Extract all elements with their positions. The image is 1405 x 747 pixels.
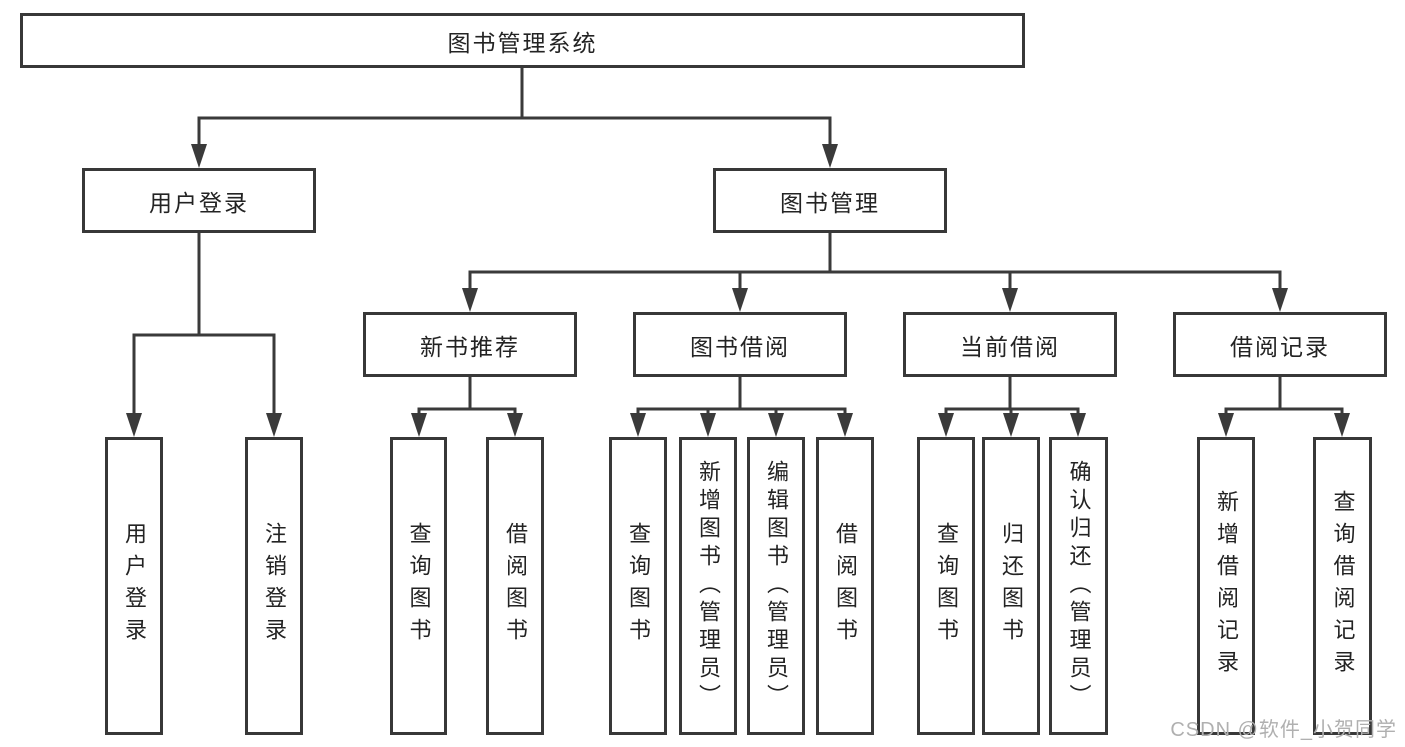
node-new-book-recommend: 新书推荐: [363, 312, 577, 377]
node-leaf-nbr-borrow-books: 借阅图书: [486, 437, 544, 735]
node-leaf-bb-edit-books-admin: 编辑图书（管理员）: [747, 437, 805, 735]
node-leaf-nbr-query-books: 查询图书: [390, 437, 447, 735]
node-leaf-cb-confirm-return-admin: 确认归还（管理员）: [1049, 437, 1108, 735]
node-leaf-logout: 注销登录: [245, 437, 303, 735]
node-leaf-br-query-record: 查询借阅记录: [1313, 437, 1372, 735]
node-book-management: 图书管理: [713, 168, 947, 233]
node-leaf-bb-add-books-admin: 新增图书（管理员）: [679, 437, 737, 735]
node-leaf-cb-return-books: 归还图书: [982, 437, 1040, 735]
node-leaf-bb-borrow-books: 借阅图书: [816, 437, 874, 735]
node-leaf-br-add-record: 新增借阅记录: [1197, 437, 1255, 735]
node-borrow-records: 借阅记录: [1173, 312, 1387, 377]
arrowhead-icons: [126, 144, 1350, 437]
node-user-login: 用户登录: [82, 168, 316, 233]
csdn-watermark: CSDN @软件_小贺同学: [1170, 719, 1397, 741]
node-root-system: 图书管理系统: [20, 13, 1025, 68]
node-leaf-bb-query-books: 查询图书: [609, 437, 667, 735]
node-leaf-user-login: 用户登录: [105, 437, 163, 735]
node-book-borrow: 图书借阅: [633, 312, 847, 377]
node-current-borrow: 当前借阅: [903, 312, 1117, 377]
node-leaf-cb-query-books: 查询图书: [917, 437, 975, 735]
